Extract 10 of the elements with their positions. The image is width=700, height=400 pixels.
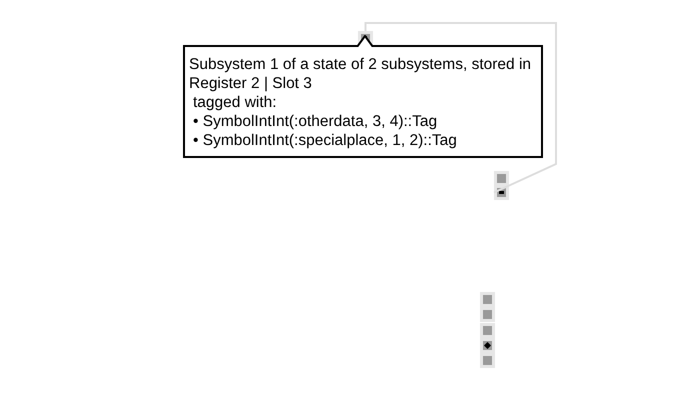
tooltip-box xyxy=(183,45,543,158)
slot-square xyxy=(483,326,492,335)
slot-square xyxy=(483,310,492,319)
tag-list-item: • SymbolIntInt(:specialplace, 1, 2)::Tag xyxy=(192,131,458,150)
slot-square xyxy=(483,295,492,304)
slot-square xyxy=(483,356,492,365)
tag-list-item: • SymbolIntInt(:otherdata, 3, 4)::Tag xyxy=(192,112,438,131)
connector-line xyxy=(364,22,557,194)
tooltip-text: tagged with: xyxy=(192,93,278,112)
slot-square xyxy=(497,174,506,183)
